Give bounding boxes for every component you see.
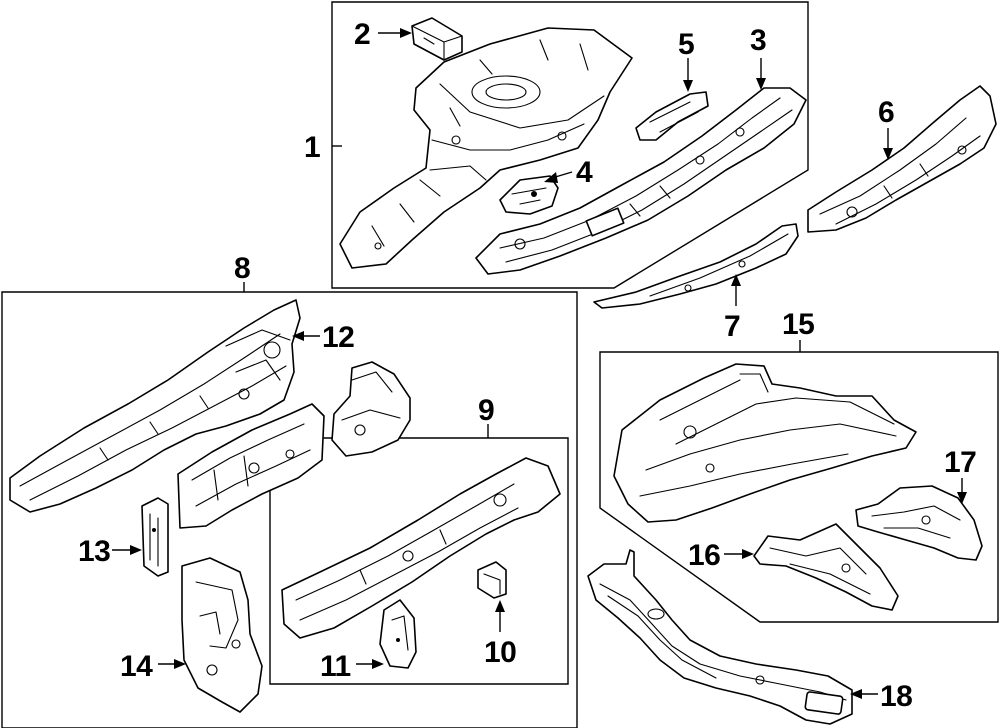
- part-11-bracket: [379, 599, 417, 669]
- group-frame-9: [269, 437, 569, 685]
- callout-5: 5: [678, 28, 694, 61]
- callout-13: 13: [78, 535, 110, 568]
- callout-14: 14: [120, 650, 153, 683]
- group-frame-15: [599, 351, 999, 623]
- part-10-bracket: [477, 561, 507, 599]
- part-8-inner-panel: [177, 403, 325, 529]
- group-frame-1: [331, 1, 809, 289]
- callout-12: 12: [322, 321, 354, 354]
- callout-15: 15: [782, 308, 814, 341]
- leaders: [112, 28, 967, 699]
- callout-16: 16: [688, 539, 720, 572]
- part-5-plate: [635, 91, 709, 141]
- part-9-frame-member: [281, 457, 561, 639]
- part-8-strut-bracket: [331, 361, 411, 457]
- part-17-member: [855, 485, 983, 561]
- part-1-rear-floor-pan: [339, 27, 633, 269]
- callout-3: 3: [750, 24, 766, 57]
- callout-18: 18: [880, 680, 912, 713]
- callout-6: 6: [878, 96, 894, 129]
- part-7-thin-rail: [593, 223, 799, 309]
- callout-11: 11: [320, 650, 351, 683]
- part-15-floor-section: [613, 363, 917, 523]
- part-2-bracket: [411, 17, 463, 61]
- part-3-rear-side-member: [475, 87, 807, 275]
- callout-labels: 1 2 3 4 5 6 7 8 9 10 11 12 13 14 15 16 1…: [78, 18, 977, 713]
- part-13-plate: [141, 497, 169, 577]
- callout-17: 17: [944, 446, 976, 479]
- callout-8: 8: [234, 252, 250, 285]
- callout-10: 10: [484, 636, 516, 669]
- callout-4: 4: [576, 156, 593, 189]
- callout-9: 9: [478, 394, 494, 427]
- part-6-side-rail: [807, 85, 997, 233]
- callout-1: 1: [304, 131, 320, 164]
- group-frame-8: [1, 291, 578, 728]
- part-14-panel: [181, 557, 263, 713]
- callout-2: 2: [354, 18, 370, 51]
- part-16-member: [753, 523, 899, 611]
- part-4-bracket: [499, 175, 559, 215]
- callout-7: 7: [724, 310, 740, 343]
- part-18-crossmember: [587, 549, 853, 725]
- part-12-front-side-member: [9, 299, 301, 513]
